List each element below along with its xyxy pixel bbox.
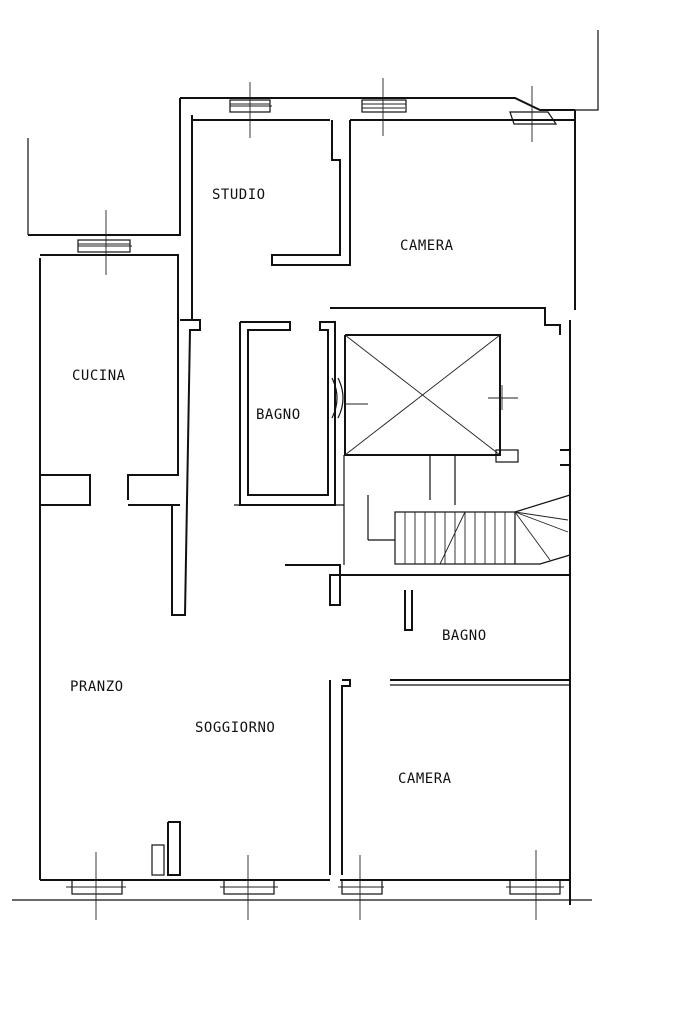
room-labels: STUDIO CAMERA CUCINA BAGNO BAGNO PRANZO … [70,187,487,787]
windows [71,99,561,895]
exterior-walls [12,30,599,905]
room-label-cucina: CUCINA [72,368,126,384]
room-label-pranzo: PRANZO [70,679,124,695]
room-label-camera-top: CAMERA [400,238,454,254]
elevator-shaft [344,334,501,456]
room-label-bagno-left: BAGNO [256,407,301,423]
room-label-studio: STUDIO [212,187,266,203]
interior-walls [40,119,575,876]
room-label-bagno-right: BAGNO [442,628,487,644]
axis-markers [66,78,564,920]
room-label-soggiorno: SOGGIORNO [195,720,275,736]
room-label-camera-bottom: CAMERA [398,771,452,787]
